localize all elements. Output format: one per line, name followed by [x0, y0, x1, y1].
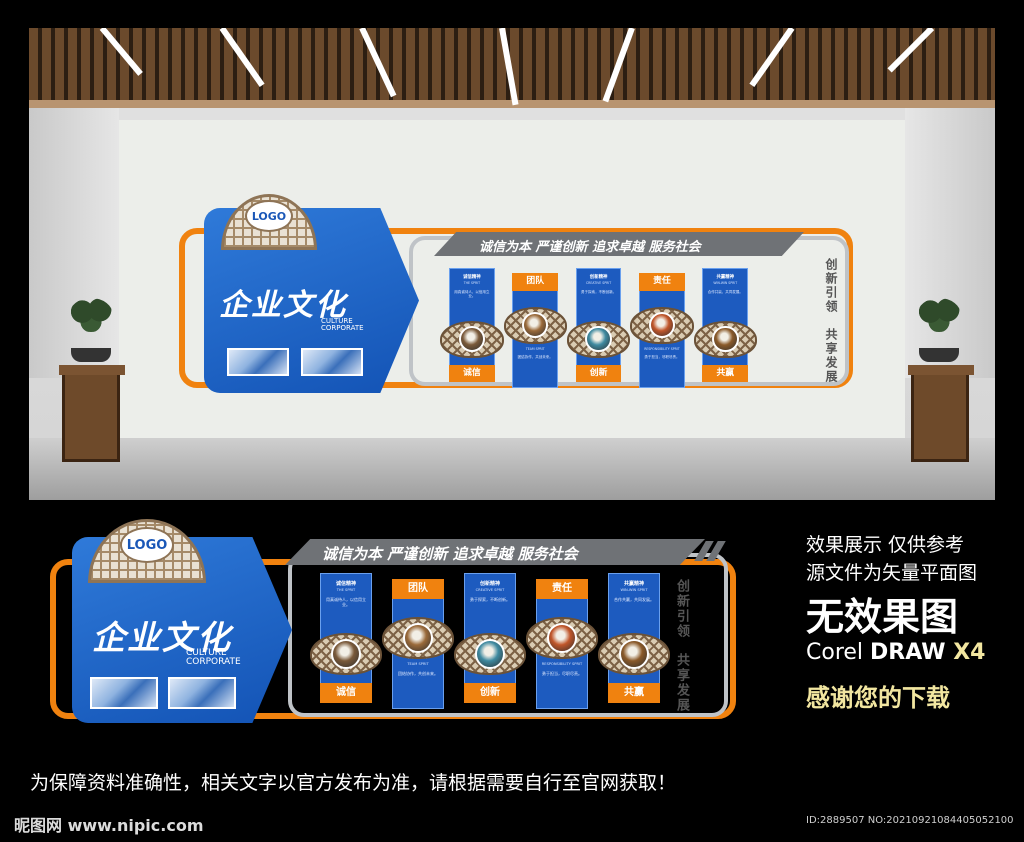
card-body: 团结协作，共创未来。: [517, 355, 553, 360]
card-subtitle: CREATIVE SPRIT: [475, 588, 505, 592]
card-title: 创新精神: [589, 275, 608, 281]
slogan-bar: [285, 539, 705, 565]
card-body: 勇于担当，尽职尽责。: [644, 355, 680, 360]
bonsai-pot: [71, 348, 111, 362]
slogan-text: 诚信为本 严谨创新 追求卓越 服务社会: [479, 240, 701, 255]
card-subtitle: WIN-WIN SPRIT: [713, 281, 738, 286]
caption-headline: 无效果图: [806, 595, 959, 639]
logo-badge: LOGO: [120, 527, 174, 563]
room-render: LOGO 企业文化 CULTURE CORPORATE 诚信为本 严谨创新 追求…: [29, 28, 995, 500]
culture-wall-render: LOGO 企业文化 CULTURE CORPORATE 诚信为本 严谨创新 追求…: [179, 188, 859, 428]
spirit-tag: 团队: [392, 579, 444, 599]
building-photo: [301, 348, 363, 376]
card-body: 用真诚待人，以信用立业。: [454, 290, 490, 299]
subtitle-line: CORPORATE: [186, 657, 241, 668]
building-photo: [227, 348, 289, 376]
spirit-tag: 团队: [512, 273, 559, 291]
bonsai-icon: [917, 298, 961, 332]
corel-version: Corel DRAW X4: [806, 640, 985, 665]
spirit-tag: 共赢: [608, 683, 660, 703]
spirit-tag: 诚信: [320, 683, 372, 703]
card-body: 团结协作，共创未来。: [398, 671, 438, 677]
card-body: 勇于担当，尽职尽责。: [542, 671, 582, 677]
culture-subtitle: CULTURE CORPORATE: [186, 648, 241, 668]
card-subtitle: RESPONSIBILITY SPRIT: [541, 662, 583, 667]
culture-wall-flat: LOGO 企业文化 CULTURE CORPORATE 诚信为本 严谨创新 追求…: [50, 515, 740, 730]
subtitle-line: CULTURE: [321, 317, 353, 325]
corel-prefix: Corel: [806, 640, 871, 665]
wooden-stand: [59, 365, 125, 462]
side-text: 创新引领: [824, 258, 838, 314]
card-title: 共赢精神: [716, 275, 735, 281]
spirit-tag: 共赢: [702, 364, 749, 383]
spirit-tag: 创新: [464, 683, 516, 703]
spirit-photo: [458, 326, 486, 353]
culture-title: 企业文化: [219, 288, 347, 323]
card-title: 共赢精神: [623, 581, 644, 587]
card-subtitle: RESPONSIBILITY SPRIT: [644, 346, 680, 351]
left-pillar: [29, 108, 119, 378]
card-title: 诚信精神: [463, 275, 481, 281]
spirit-photo: [522, 312, 549, 339]
spirit-tag: 创新: [575, 364, 622, 383]
card-title: 创新精神: [479, 581, 500, 587]
side-text: 共享发展: [824, 328, 838, 384]
notice-text: 为保障资料准确性，相关文字以官方发布为准，请根据需要自行至官网获取！: [30, 772, 677, 794]
floor: [29, 438, 995, 500]
building-photo: [90, 677, 158, 709]
card-body: 合作共赢，共同发展。: [707, 290, 743, 295]
card-subtitle: TEAM SPRIT: [525, 346, 545, 351]
card-body: 勇于探索，不断创新。: [581, 290, 617, 295]
card-subtitle: THE SPRIT: [463, 281, 480, 286]
subtitle-line: CULTURE: [186, 648, 227, 658]
bonsai-pot: [919, 348, 959, 362]
card-subtitle: CREATIVE SPRIT: [585, 281, 612, 286]
spirit-photo: [403, 623, 433, 653]
wooden-stand: [908, 365, 974, 462]
spirit-tag: 责任: [536, 579, 588, 599]
card-subtitle: WIN-WIN SPRIT: [620, 588, 648, 592]
site-watermark[interactable]: 昵图网 www.nipic.com: [14, 816, 204, 835]
card-body: 用真诚待人，以信用立业。: [326, 597, 366, 607]
spirit-photo: [712, 326, 739, 353]
card-title: 诚信精神: [335, 581, 356, 587]
spirit-tag: 诚信: [449, 364, 495, 383]
side-text: 共享发展: [674, 653, 689, 713]
card-subtitle: THE SPRIT: [336, 588, 356, 592]
culture-title: 企业文化: [92, 618, 232, 657]
spirit-photo: [585, 326, 612, 353]
card-body: 合作共赢，共同发展。: [614, 597, 654, 602]
card-body: 勇于探索，不断创新。: [470, 597, 510, 602]
thanks-caption: 感谢您的下载: [806, 684, 950, 712]
slogan-bar: [434, 232, 804, 256]
caption-line: 效果展示 仅供参考: [806, 534, 965, 556]
spirit-photo: [331, 639, 361, 669]
spirit-photo: [547, 623, 577, 653]
corel-ver: X4: [945, 640, 986, 665]
slogan-text: 诚信为本 严谨创新 追求卓越 服务社会: [322, 545, 578, 563]
card-subtitle: TEAM SPRIT: [407, 662, 429, 667]
caption-line: 源文件为矢量平面图: [806, 562, 978, 584]
spirit-photo: [619, 639, 649, 669]
building-photo: [168, 677, 236, 709]
corel-draw: DRAW: [870, 640, 946, 665]
logo-badge: LOGO: [245, 200, 293, 232]
right-pillar: [905, 108, 995, 378]
subtitle-line: CORPORATE: [321, 324, 364, 333]
spirit-tag: 责任: [639, 273, 685, 291]
image-id: ID:2889507 NO:20210921084405052100: [806, 815, 1014, 826]
bonsai-icon: [69, 298, 113, 332]
spirit-photo: [648, 312, 676, 339]
side-text: 创新引领: [674, 579, 689, 639]
spirit-photo: [475, 639, 505, 669]
culture-subtitle: CULTURE CORPORATE: [321, 317, 364, 333]
